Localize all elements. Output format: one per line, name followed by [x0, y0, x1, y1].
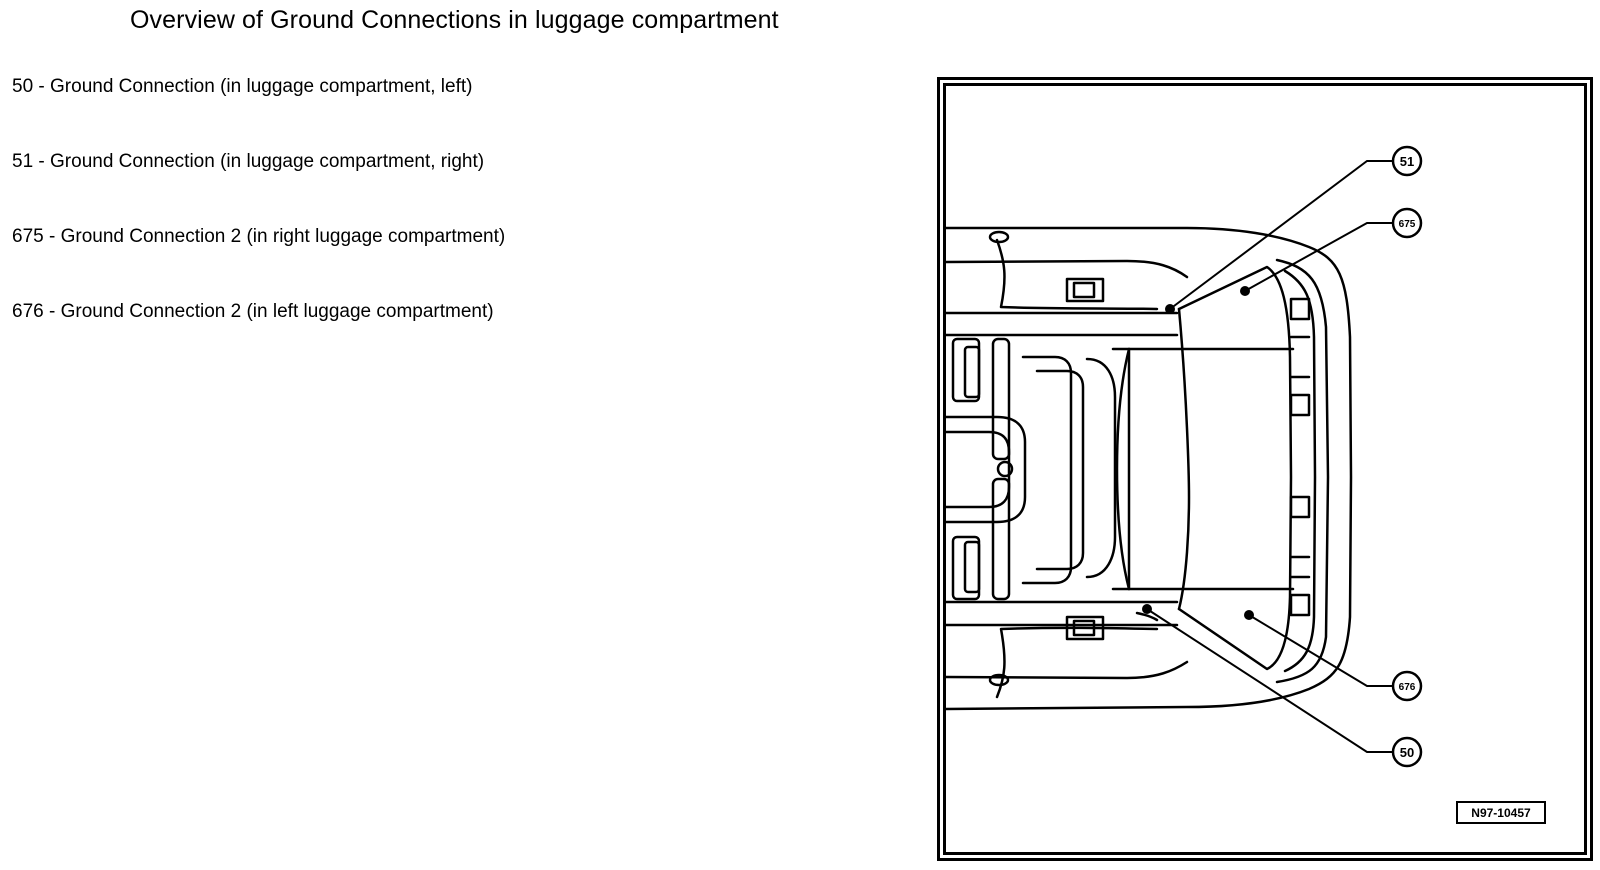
figure-inner-frame — [943, 83, 1587, 855]
page-title: Overview of Ground Connections in luggag… — [130, 6, 779, 34]
callout-50-label: 50 — [1400, 745, 1414, 760]
legend-item-50: 50 - Ground Connection (in luggage compa… — [12, 76, 473, 97]
callout-676: 676 — [1391, 670, 1423, 702]
leader-line-676 — [1248, 614, 1393, 687]
callout-51: 51 — [1391, 145, 1423, 177]
callout-676-label: 676 — [1399, 682, 1416, 693]
vehicle-rear-diagram: 51 675 676 50 N97-10457 — [937, 77, 1593, 861]
ground-connections-figure: 51 675 676 50 N97-10457 — [937, 77, 1593, 861]
leader-lines — [1146, 160, 1393, 753]
callout-50: 50 — [1391, 736, 1423, 768]
callout-675: 675 — [1391, 207, 1423, 239]
vehicle-body-outline — [944, 226, 1353, 711]
figure-outer-frame — [937, 77, 1593, 861]
legend-list: 50 - Ground Connection (in luggage compa… — [12, 74, 505, 374]
callout-51-label: 51 — [1400, 154, 1414, 169]
leader-line-50 — [1146, 608, 1393, 753]
figure-id-box: N97-10457 — [1456, 801, 1546, 824]
figure-id-label: N97-10457 — [1471, 806, 1531, 820]
legend-item-675: 675 - Ground Connection 2 (in right lugg… — [12, 226, 506, 247]
legend-item-51: 51 - Ground Connection (in luggage compa… — [12, 151, 485, 172]
leader-line-675 — [1244, 222, 1393, 292]
callout-675-label: 675 — [1399, 219, 1416, 230]
leader-line-51 — [1169, 160, 1393, 310]
legend-item-676: 676 - Ground Connection 2 (in left lugga… — [12, 301, 494, 322]
